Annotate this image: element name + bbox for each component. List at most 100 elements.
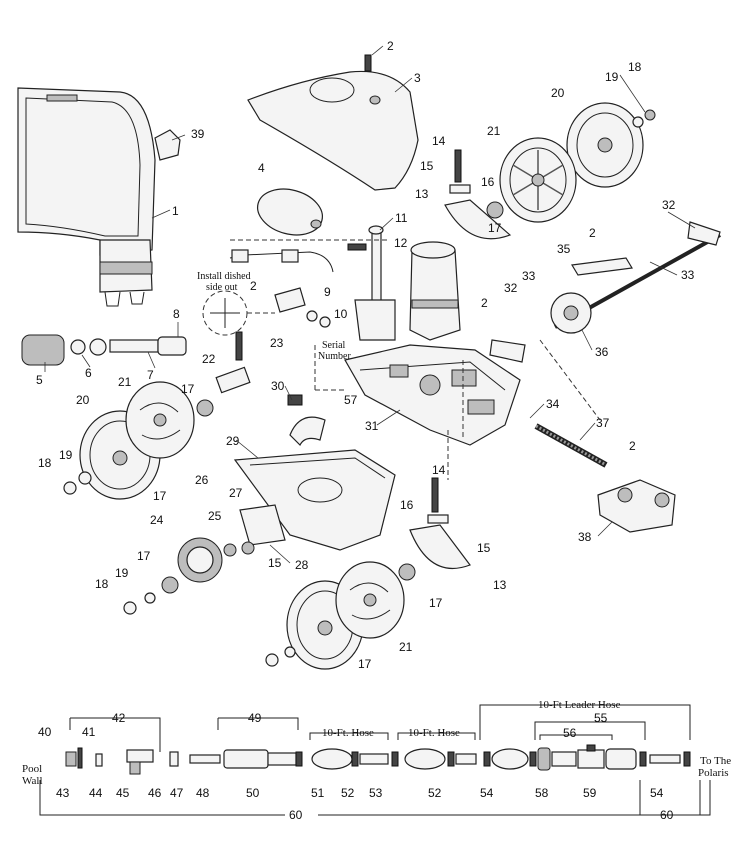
- annotation-side-out: side out: [206, 282, 238, 293]
- hose-label-wall: Wall: [22, 775, 43, 787]
- callout-2d: 2: [589, 226, 596, 240]
- part-5-filter-screen: [21, 334, 65, 366]
- part-6-nut: [70, 338, 107, 356]
- callout-31: 31: [365, 419, 379, 433]
- callout-21c: 21: [399, 640, 413, 654]
- callout-11: 11: [395, 211, 408, 225]
- part-8-fitting: [157, 336, 187, 356]
- callout-labels: 1 2 3 4 5 6 7 8 9 10 11 12 13 14 15 16 1…: [36, 39, 695, 822]
- part-17-bearing-upper: [486, 109, 656, 219]
- callout-8: 8: [173, 307, 180, 321]
- callout-52: 52: [341, 786, 355, 800]
- hose-label-leader: 10-Ft Leader Hose: [538, 699, 621, 711]
- callout-17e: 17: [358, 657, 372, 671]
- callout-9: 9: [324, 285, 331, 299]
- annotation-install-dished: Install dished: [197, 271, 251, 282]
- callout-42: 42: [112, 711, 126, 725]
- callout-20: 20: [551, 86, 565, 100]
- callout-40: 40: [38, 725, 52, 739]
- callout-15b: 15: [477, 541, 491, 555]
- callout-17: 17: [488, 221, 502, 235]
- part-13-skirt-lower: [409, 477, 471, 569]
- callout-16: 16: [481, 175, 495, 189]
- part-36-gear: [550, 292, 592, 334]
- callout-56: 56: [563, 726, 577, 740]
- callout-18c: 18: [95, 577, 109, 591]
- callout-29: 29: [226, 434, 240, 448]
- callout-24: 24: [150, 513, 164, 527]
- callout-18: 18: [628, 60, 642, 74]
- callout-26: 26: [195, 473, 209, 487]
- callout-39: 39: [191, 127, 205, 141]
- hose-labels: 10-Ft. Hose 10-Ft. Hose 10-Ft Leader Hos…: [22, 699, 731, 787]
- callout-3: 3: [414, 71, 421, 85]
- part-12-throat: [409, 241, 461, 341]
- part-37-axle: [534, 423, 608, 468]
- callout-32: 32: [662, 198, 676, 212]
- callout-33b: 33: [522, 269, 536, 283]
- callout-57: 57: [344, 393, 358, 407]
- part-23-link: [274, 287, 331, 328]
- callout-37: 37: [596, 416, 610, 430]
- callout-10: 10: [334, 307, 348, 321]
- callout-22: 22: [202, 352, 216, 366]
- callout-21: 21: [487, 124, 501, 138]
- callout-59: 59: [583, 786, 597, 800]
- callout-14b: 14: [432, 463, 446, 477]
- callout-17c: 17: [153, 489, 167, 503]
- callout-19b: 19: [59, 448, 73, 462]
- hose-label-pool: Pool: [22, 763, 42, 775]
- callout-23: 23: [270, 336, 284, 350]
- part-11-post: [354, 225, 396, 341]
- callout-48: 48: [196, 786, 210, 800]
- callout-19: 19: [605, 70, 619, 84]
- callout-33: 33: [681, 268, 695, 282]
- callout-15c: 15: [268, 556, 282, 570]
- callout-4: 4: [258, 161, 265, 175]
- callout-30: 30: [271, 379, 285, 393]
- annotation-number: Number: [318, 351, 351, 362]
- part-29-bottom-shell: [233, 449, 396, 551]
- part-39-clip: [154, 129, 181, 161]
- part-24-gear: [177, 537, 223, 583]
- hose-label-to-the: To The: [700, 755, 731, 767]
- callout-25: 25: [208, 509, 222, 523]
- callout-53: 53: [369, 786, 383, 800]
- wheel-upper-20: [566, 102, 644, 188]
- part-30-elbow: [287, 394, 326, 447]
- callout-15: 15: [420, 159, 434, 173]
- bottom-hardware: [265, 563, 416, 667]
- callout-49: 49: [248, 711, 262, 725]
- callout-55: 55: [594, 711, 608, 725]
- hose-assembly-row: [39, 704, 711, 816]
- callout-17d: 17: [137, 549, 151, 563]
- callout-41: 41: [82, 725, 96, 739]
- hose-label-polaris: Polaris: [698, 767, 729, 779]
- callout-60: 60: [289, 808, 303, 822]
- callout-34: 34: [546, 397, 560, 411]
- dished-side-diagram: [202, 290, 275, 336]
- callout-7: 7: [147, 368, 154, 382]
- part-38-bearing-block: [597, 479, 676, 533]
- callout-2: 2: [387, 39, 394, 53]
- callout-47: 47: [170, 786, 184, 800]
- leader-lines: [44, 45, 696, 564]
- callout-27: 27: [229, 486, 243, 500]
- callout-2b: 2: [250, 279, 257, 293]
- callout-13: 13: [415, 187, 429, 201]
- lower-left-hardware: [123, 576, 179, 615]
- callout-54b: 54: [650, 786, 664, 800]
- wheel-bottom-21: [335, 561, 405, 639]
- part-7-swivel: [109, 339, 159, 353]
- wheel-upper-21: [499, 137, 577, 223]
- part-32-bracket: [489, 221, 721, 363]
- callout-13b: 13: [493, 578, 507, 592]
- callout-1: 1: [172, 204, 179, 218]
- callout-5: 5: [36, 373, 43, 387]
- part-hose-assembly: [229, 243, 367, 273]
- callout-18b: 18: [38, 456, 52, 470]
- callout-35: 35: [557, 242, 571, 256]
- callout-54: 54: [480, 786, 494, 800]
- callout-19c: 19: [115, 566, 129, 580]
- callout-20b: 20: [76, 393, 90, 407]
